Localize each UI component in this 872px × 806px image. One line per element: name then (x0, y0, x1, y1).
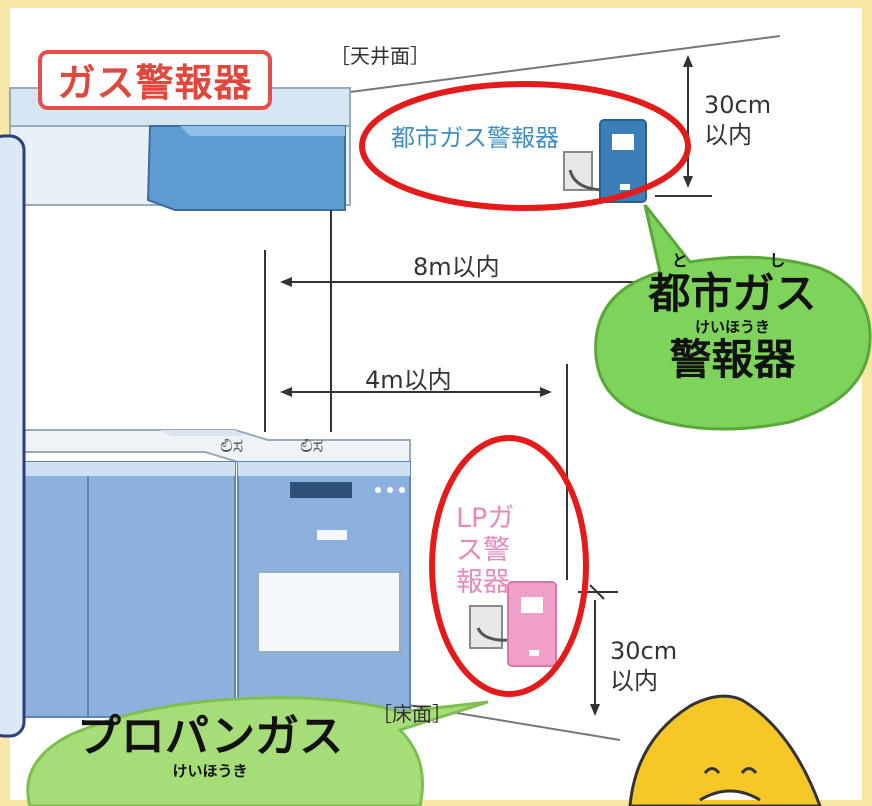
bubble-city-line2: 警報器 (669, 335, 796, 384)
city-gas-bubble (594, 204, 872, 431)
ruby-keihouki-bottom: けいほうき (172, 762, 248, 780)
mascot-eye-left (703, 767, 721, 774)
arrow-30cm-bottom-head (590, 704, 600, 716)
oven-window (257, 571, 401, 653)
city-gas-alarm-label: 都市ガス警報器 (391, 124, 559, 152)
propane-bubble (26, 696, 489, 806)
lp-gas-alarm-label: LPガス警報器 (456, 503, 515, 598)
lp-alarm-window (521, 597, 543, 613)
ceiling-label: ［天井面］ (330, 44, 430, 68)
oven-top-strip (238, 462, 410, 476)
propane-bubble-text: プロパンガス けいほうき (60, 711, 360, 781)
outlet-bottom (469, 605, 503, 649)
side-panel (0, 134, 26, 738)
ceiling-line (349, 35, 781, 93)
oven-knob (375, 487, 381, 493)
tick-bottom-cross (589, 584, 605, 600)
city-alarm-window (612, 134, 634, 150)
oven-display (290, 482, 352, 498)
city-gas-highlight (359, 81, 691, 211)
lp-alarm-led (529, 650, 539, 656)
mascot-eye-right (740, 767, 758, 774)
distance-4m-label: 4m以内 (365, 366, 452, 394)
oven-handle (317, 530, 347, 540)
bubble-propane-line1: プロパンガス (76, 711, 344, 762)
lower-cabinet-left (9, 461, 236, 718)
arrow-8m-head (280, 277, 292, 287)
burner-left-icon: ಲಿಸ (220, 433, 243, 457)
arrow-4m-head-left (280, 387, 292, 397)
range-hood (146, 125, 346, 211)
mascot-cheeks (699, 789, 761, 802)
oven-knob (387, 487, 393, 493)
mascot (628, 694, 822, 806)
burner-right-icon: ಲಿಸ (300, 433, 323, 457)
distance-bottom-label: 30cm以内 (610, 637, 678, 695)
lp-gas-highlight (429, 435, 589, 697)
city-gas-bubble-text: と し 都市ガス けいほうき 警報器 (600, 252, 865, 384)
title-label: ガス警報器 (38, 50, 272, 110)
sink (160, 430, 245, 436)
bubble-city-line1: 都市ガス (648, 269, 817, 318)
floor-label: ［床面］ (372, 702, 452, 726)
distance-8m-label: 8m以内 (413, 253, 500, 281)
oven-knob (399, 487, 405, 493)
floor-line (377, 699, 621, 741)
distance-top-label: 30cm以内 (704, 91, 772, 149)
city-gas-alarm-device (599, 119, 647, 203)
arrow-4m-head-right (540, 387, 552, 397)
ruby-toshi: と し (671, 251, 824, 270)
arrow-30cm-top-tail (683, 176, 693, 188)
lp-gas-alarm-device (507, 581, 557, 667)
city-alarm-led (620, 184, 630, 190)
arrow-30cm-top-head (683, 55, 693, 67)
cabinet-top-strip (10, 462, 235, 476)
range-hood-top (180, 126, 345, 136)
ruby-keihouki: けいほうき (694, 318, 770, 336)
